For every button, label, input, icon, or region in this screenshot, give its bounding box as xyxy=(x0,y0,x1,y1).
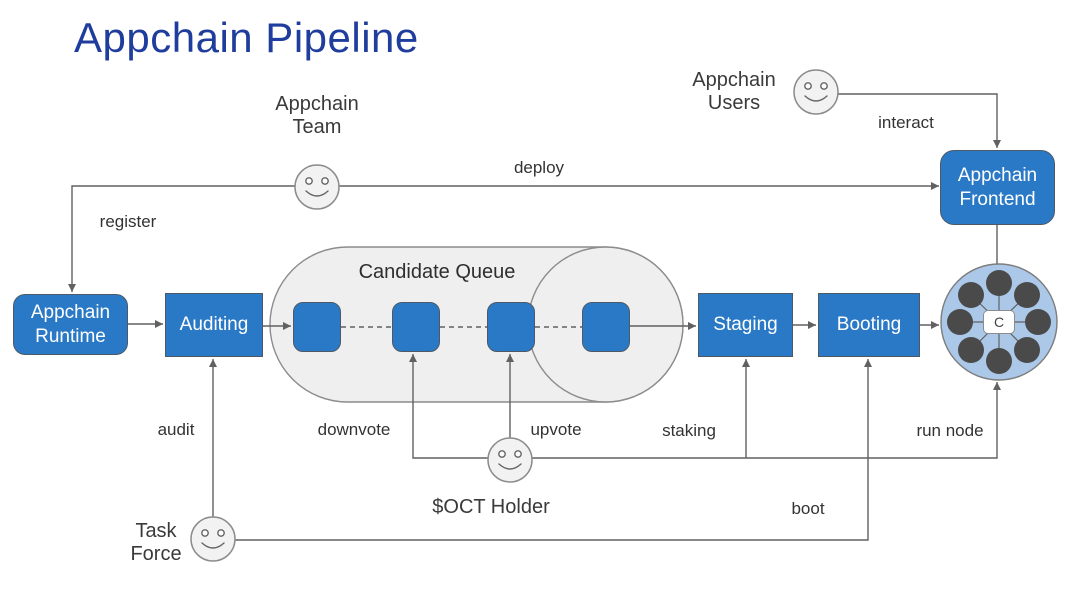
appchain-users-label: Appchain Users xyxy=(692,69,776,114)
edge-label-interact: interact xyxy=(878,113,934,132)
candidate-queue-title: Candidate Queue xyxy=(358,261,516,283)
page-title: Appchain Pipeline xyxy=(74,14,419,61)
node-booting: Booting xyxy=(818,293,920,357)
appchain-team-label: Appchain Team xyxy=(275,93,359,138)
oct-holder-avatar-icon xyxy=(487,437,533,483)
queue-item-2 xyxy=(392,302,440,352)
edge-run-node-line xyxy=(531,382,1001,459)
edge-label-upvote: upvote xyxy=(530,420,582,439)
queue-item-4 xyxy=(582,302,630,352)
edge-label-register: register xyxy=(99,212,157,231)
edge-boot-line xyxy=(234,359,872,541)
edge-label-boot: boot xyxy=(791,499,825,518)
edge-label-deploy: deploy xyxy=(513,158,565,177)
appchain-team-avatar-icon xyxy=(294,164,340,210)
oct-holder-label: $OCT Holder xyxy=(432,496,550,518)
task-force-avatar-icon xyxy=(190,516,236,562)
edge-label-audit: audit xyxy=(157,420,195,439)
node-appchain-frontend: Appchain Frontend xyxy=(940,150,1055,225)
edge-downvote-line xyxy=(409,354,489,459)
task-force-label: Task Force xyxy=(130,520,182,565)
cluster-center-box: C xyxy=(983,310,1015,334)
edge-label-downvote: downvote xyxy=(317,420,391,439)
edge-label-staking: staking xyxy=(662,421,716,440)
cluster-node-dots xyxy=(947,270,1051,374)
node-staging: Staging xyxy=(698,293,793,357)
appchain-users-avatar-icon xyxy=(793,69,839,115)
queue-item-1 xyxy=(293,302,341,352)
edge-label-run-node: run node xyxy=(916,421,984,440)
queue-item-3 xyxy=(487,302,535,352)
node-auditing: Auditing xyxy=(165,293,263,357)
node-appchain-runtime: Appchain Runtime xyxy=(13,294,128,355)
edge-interact-line xyxy=(838,93,1001,148)
edge-register-line xyxy=(68,185,318,292)
